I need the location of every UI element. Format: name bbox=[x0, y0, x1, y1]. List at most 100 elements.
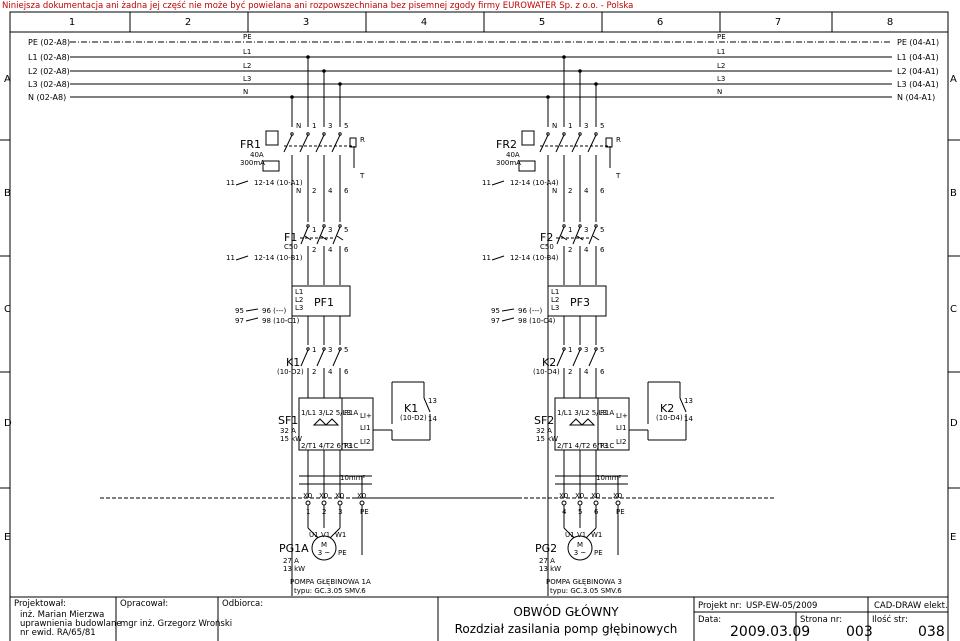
softstarter-sf1: 1/L1 3/L2 5/L32/T1 4/T2 6/T3R1AR1CLI+LI1… bbox=[278, 397, 374, 451]
sheet-subtitle: Rozdział zasilania pomp głębinowych bbox=[455, 622, 678, 636]
logic-input: LI2 bbox=[616, 438, 626, 446]
breaker-mark bbox=[592, 235, 600, 241]
contactor-ref: (10-D4) bbox=[533, 368, 560, 376]
logic-input: LI2 bbox=[360, 438, 370, 446]
contact-blade bbox=[316, 349, 325, 367]
motor-type: typu: GC.3.05 SMV.6 bbox=[550, 587, 622, 595]
terminal-number: 5 bbox=[600, 346, 604, 354]
grid-col-label: 1 bbox=[69, 17, 75, 28]
terminal-number: PE bbox=[616, 508, 625, 516]
wire bbox=[563, 527, 575, 539]
contact-blade bbox=[299, 134, 309, 153]
relay-terminal: R1C bbox=[344, 442, 358, 450]
softstarter-output-terms: 2/T1 4/T2 6/T3 bbox=[301, 442, 352, 450]
junction-dot bbox=[290, 95, 294, 99]
motor-symbol bbox=[567, 535, 593, 561]
device-name: PG2 bbox=[535, 542, 557, 555]
terminal-number: 6 bbox=[344, 246, 349, 254]
grid-col-label: 4 bbox=[421, 17, 427, 28]
relay-contact-no: 95 bbox=[491, 307, 500, 315]
device-name: K1 bbox=[404, 402, 418, 415]
relay-input-label: L2 bbox=[295, 296, 303, 304]
motor-terminal: U1 bbox=[565, 531, 575, 539]
motor-type: typu: GC.3.05 SMV.6 bbox=[294, 587, 366, 595]
contact-blade bbox=[300, 226, 309, 245]
busbar-name: N bbox=[243, 88, 248, 96]
motor-power: 13 kW bbox=[283, 565, 305, 573]
designer-label: Projektował: bbox=[14, 599, 66, 609]
softstarter-output-terms: 2/T1 4/T2 6/T3 bbox=[557, 442, 608, 450]
terminal-number: 3 bbox=[584, 226, 588, 234]
relay-contact-ref: 98 (10-C1) bbox=[262, 317, 300, 325]
terminal-number: 2 bbox=[568, 368, 572, 376]
device-name: F2 bbox=[540, 231, 553, 244]
motor-current: 27 A bbox=[539, 557, 555, 565]
busbar-ref-right: PE (04-A1) bbox=[897, 38, 939, 47]
aux-contact bbox=[491, 180, 505, 186]
terminal-number: 1 bbox=[568, 226, 572, 234]
contact-blade bbox=[572, 226, 581, 245]
coil-ref: (10-D2) bbox=[400, 414, 427, 422]
aux-contact bbox=[235, 180, 249, 186]
contact-blade bbox=[332, 349, 341, 367]
rcd-trip-box bbox=[518, 160, 536, 172]
junction-dot bbox=[562, 55, 566, 59]
motor-phase: 3 ~ bbox=[318, 549, 331, 557]
terminal-number: 3 bbox=[584, 122, 588, 130]
relay-contact-ref: 96 (---) bbox=[518, 307, 542, 315]
motor-terminal: W1 bbox=[335, 531, 346, 539]
junction-dot bbox=[322, 69, 326, 73]
busbar-ref-left: L3 (02-A8) bbox=[28, 80, 70, 89]
grid-row-label-left: B bbox=[4, 188, 11, 199]
contact-blade bbox=[587, 134, 597, 153]
contact-blade bbox=[283, 134, 293, 153]
test-label: T bbox=[615, 172, 621, 180]
sheet-title: OBWÓD GŁÓWNY bbox=[513, 604, 619, 619]
softstarter-input-terms: 1/L1 3/L2 5/L3 bbox=[557, 409, 607, 417]
aux-contact bbox=[491, 255, 505, 261]
cable-cross-section: 10mm² bbox=[596, 474, 622, 482]
relay-contact-ref: 98 (10-C4) bbox=[518, 317, 556, 325]
breaker-mark bbox=[576, 235, 584, 241]
aux-contact-no: 11 bbox=[226, 254, 235, 262]
prepared-by-name: mgr inż. Grzegorz Wroński bbox=[120, 619, 232, 629]
test-label: T bbox=[359, 172, 365, 180]
terminal-number: 5 bbox=[600, 122, 604, 130]
motor-terminal: U1 bbox=[309, 531, 319, 539]
busbar-name: L1 bbox=[717, 48, 725, 56]
busbar-name: N bbox=[717, 88, 722, 96]
mcb-characteristic: C50 bbox=[284, 243, 298, 251]
motor-power: 13 kW bbox=[539, 565, 561, 573]
terminal-number: 6 bbox=[600, 187, 605, 195]
rcd-sensitivity: 300mA bbox=[240, 159, 265, 167]
aux-contact-ref: 12-14 (10-B4) bbox=[510, 254, 559, 262]
motor-m: M bbox=[321, 541, 327, 549]
terminal-strip-label: X0 bbox=[319, 492, 328, 500]
terminal-number: N bbox=[552, 122, 557, 130]
busbar-ref-right: L1 (04-A1) bbox=[897, 53, 939, 62]
terminal-number: 2 bbox=[312, 368, 316, 376]
terminal-number: 4 bbox=[328, 368, 333, 376]
relay-terminal: R1C bbox=[600, 442, 614, 450]
relay-contact bbox=[501, 308, 515, 312]
contact-blade bbox=[588, 226, 597, 245]
page-count: 038 bbox=[918, 624, 945, 640]
relay-contact-no: 97 bbox=[235, 317, 244, 325]
motor-terminal: V1 bbox=[321, 531, 330, 539]
grid-row-label-right: B bbox=[950, 188, 957, 199]
wire bbox=[329, 527, 341, 539]
aux-contact-ref: 12-14 (10-A1) bbox=[254, 179, 303, 187]
designer-reg-no: nr ewid. RA/65/81 bbox=[20, 628, 96, 638]
device-name: K2 bbox=[542, 356, 556, 369]
contact-blade bbox=[315, 134, 325, 153]
terminal-number: 5 bbox=[600, 226, 604, 234]
busbar-name: L2 bbox=[243, 62, 251, 70]
